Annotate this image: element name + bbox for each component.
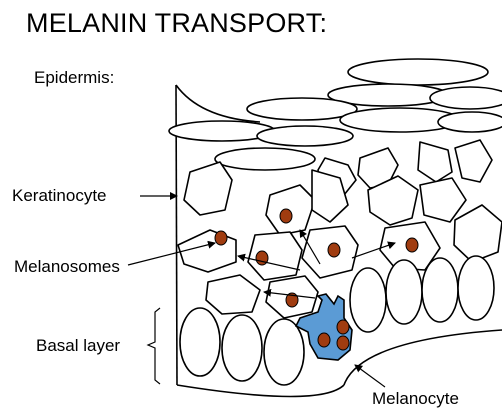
flat-cell [430,87,502,109]
keratinocyte-cell [184,162,232,215]
basal-cell [350,268,386,332]
keratinocyte-cell [455,140,492,182]
basal-cell [422,258,458,322]
basal-cell [386,260,422,324]
flat-cell [247,98,357,120]
keratinocyte-cell [418,142,452,182]
melanosome [337,336,349,350]
basal-cell [222,315,262,381]
basal-layer-bracket [148,308,160,384]
keratinocyte-cell [420,178,466,222]
flat-cell [438,112,502,132]
keratinocyte-cell [454,205,502,262]
melanosome [280,209,292,223]
melanosome [215,231,227,245]
basal-cell [264,319,304,385]
keratinocyte-cell [206,275,260,314]
flat-cell [348,59,488,85]
flat-cell [257,126,353,146]
melanosome [406,238,418,252]
melanosome [328,243,340,257]
tissue-bottom-edge [177,385,344,397]
melanosome [318,333,330,347]
basal-cell [458,256,494,320]
basal-cell [180,308,220,376]
melanosome [337,320,349,334]
keratinocyte-cell [266,185,315,235]
melanocyte-arrow [355,365,385,387]
tissue-top-edge [176,85,260,122]
flat-cell [215,148,315,170]
tissue-bottom-right-edge [344,330,502,385]
